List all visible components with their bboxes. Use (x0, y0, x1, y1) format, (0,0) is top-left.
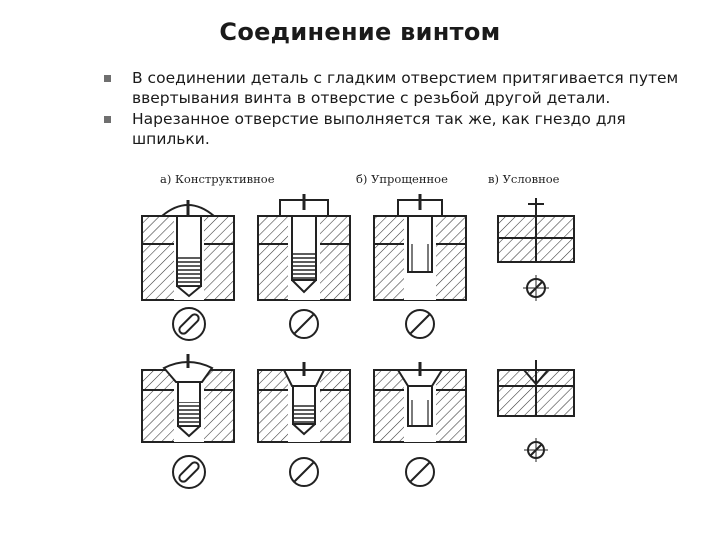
cut-view-d1 (523, 275, 549, 301)
drawing-d1 (497, 198, 575, 263)
drawing-c1 (373, 194, 467, 301)
square-bullet-icon (104, 75, 111, 82)
label-conventional: в) Условное (488, 172, 560, 186)
cut-view-c2 (405, 457, 435, 487)
square-bullet-icon (104, 116, 111, 123)
screw-joint-figure: а) Конструктивное б) Упрощенное в) Услов… (132, 164, 610, 510)
drawing-a1 (141, 200, 235, 301)
drawing-d2 (497, 360, 575, 417)
bullet-text: В соединении деталь с гладким отверстием… (132, 69, 679, 107)
drawing-b2 (257, 362, 351, 443)
cut-view-a2 (172, 455, 206, 489)
cut-view-d2 (524, 438, 548, 462)
drawing-c2 (373, 362, 467, 443)
bullet-list: В соединении деталь с гладким отверстием… (104, 68, 694, 150)
drawing-a2 (141, 354, 235, 443)
cut-view-c1 (405, 309, 435, 339)
label-simplified: б) Упрощенное (356, 172, 448, 186)
slide-title: Соединение винтом (219, 18, 501, 46)
label-constructive: а) Конструктивное (160, 172, 275, 186)
cut-view-b2 (289, 457, 319, 487)
drawings-svg (141, 194, 575, 489)
cut-view-b1 (289, 309, 319, 339)
bullet-item: Нарезанное отверстие выполняется так же,… (104, 109, 694, 149)
bullet-text: Нарезанное отверстие выполняется так же,… (132, 110, 626, 148)
bullet-item: В соединении деталь с гладким отверстием… (104, 68, 694, 108)
drawing-b1 (257, 194, 351, 301)
cut-view-a1 (172, 307, 206, 341)
